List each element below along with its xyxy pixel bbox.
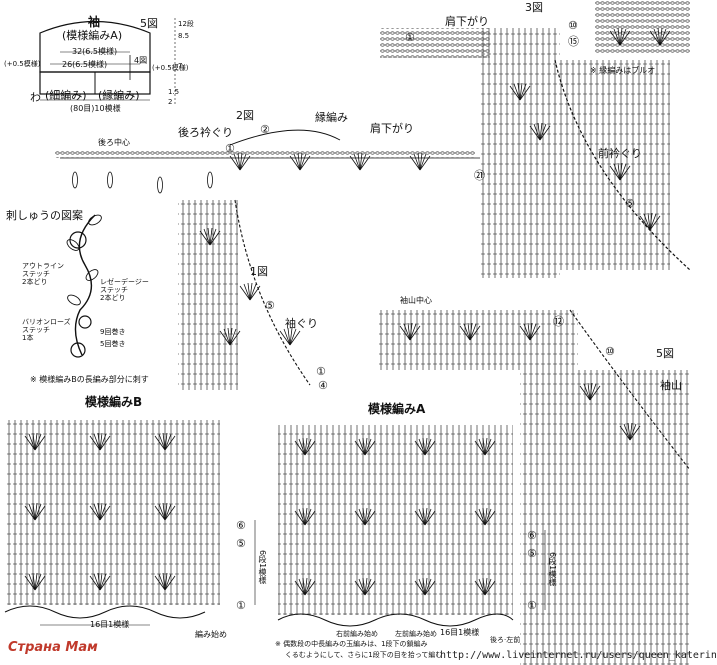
pattern-b-start: 編み始め	[195, 630, 227, 639]
fig2-label: 2図	[236, 109, 254, 122]
fig1-num-4: ④	[318, 379, 328, 392]
pattern-a-num-6: ⑥	[527, 529, 537, 542]
sleeve-margin-right: (+0.5模様)	[152, 64, 189, 72]
sleeve-dim-mid: 26(6.5模様)	[62, 60, 108, 69]
fig5-num-12: ⑫	[553, 315, 564, 328]
fig5-chart	[378, 309, 691, 665]
fig2-back-neck: 後ろ衿ぐり	[178, 126, 233, 139]
pattern-a-start-right: 右前編み始め	[336, 630, 378, 638]
sleeve-bottom-width: (80目)10模様	[70, 104, 121, 113]
pattern-a-start-left: 左前編み始め	[395, 630, 437, 638]
sleeve-dim-top: 32(6.5模様)	[72, 47, 118, 56]
pattern-a-back-right-left: 後ろ·左前	[490, 636, 521, 644]
source-url: http://www.liveinternet.ru/users/queen_k…	[440, 650, 717, 661]
sleeve-wa: わ	[30, 91, 41, 104]
pattern-b-title: 模様編みB	[85, 395, 143, 409]
embroidery-lazy-daisy: レゼーデージー ステッチ 2本どり	[100, 278, 149, 302]
pattern-b-repeat-sts: 16目1模様	[90, 620, 130, 629]
sleeve-scale-12: 12段	[178, 20, 194, 28]
sleeve-scale-15: 1.5	[168, 88, 180, 96]
embroidery-turns9: 9回巻き	[100, 328, 126, 336]
sleeve-margin-left: (+0.5模様)	[4, 60, 41, 68]
sleeve-fig-ref: 5図	[140, 17, 158, 30]
pattern-b-repeat-rows: 6段1模様	[258, 550, 267, 585]
pattern-a-num-1: ①	[527, 599, 537, 612]
pattern-a-repeat-sts: 16目1模様	[440, 628, 480, 637]
fig5-label: 5図	[656, 347, 674, 360]
pattern-a-num-5: ⑤	[527, 547, 537, 560]
fig2-num-2: ②	[260, 123, 270, 136]
fig1-label: 1図	[250, 265, 268, 278]
pattern-a-chart	[277, 425, 546, 627]
embroidery-note: ※ 模様編みBの長編み部分に刺す	[30, 375, 149, 384]
embroidery-title: 刺しゅうの図案	[6, 209, 83, 222]
sleeve-schematic	[39, 18, 176, 105]
pattern-a-footnote-2: くるむようにして、さらに1段下の目を拾って編む	[285, 651, 443, 659]
embroidery-turns5: 5回巻き	[100, 340, 126, 348]
sleeve-bottom-left: (細編み)	[45, 89, 87, 102]
fig3-num-1: ①	[405, 31, 415, 44]
fig2-num-1: ①	[225, 142, 235, 155]
fig3-num-15: ⑮	[568, 35, 579, 48]
fig3-num-10: ⑩	[568, 19, 578, 32]
embroidery-motif	[66, 214, 102, 358]
fig2-chart	[55, 129, 480, 194]
fig3-num-5: ⑤	[625, 197, 635, 210]
fig5-num-10: ⑩	[605, 345, 615, 358]
fig3-label: 3図	[525, 1, 543, 14]
sleeve-scale-85: 8.5	[178, 32, 190, 40]
fig1-num-5: ⑤	[265, 299, 275, 312]
pattern-b-num-6: ⑥	[236, 519, 246, 532]
fig2-back-center: 後ろ中心	[98, 138, 130, 147]
fig3-note: ※ 縁編みはブルオ	[590, 66, 656, 75]
fig1-num-1: ①	[316, 365, 326, 378]
embroidery-outline: アウトライン ステッチ 2本どり	[22, 262, 64, 286]
fig2-num-21: ㉑	[474, 169, 485, 182]
fig5-center: 袖山中心	[400, 296, 432, 305]
fig3-neck: 前衿ぐり	[598, 147, 642, 160]
pattern-b-num-5: ⑤	[236, 537, 246, 550]
sleeve-scale-2: 2	[168, 98, 173, 106]
sleeve-scale-7: 7	[178, 62, 183, 70]
fig3-shoulder: 肩下がり	[445, 15, 489, 28]
pattern-a-repeat-rows: 6段1模様	[548, 552, 557, 587]
fig5-sleeve-top: 袖山	[660, 379, 682, 392]
fig1-armhole: 袖ぐり	[285, 317, 318, 330]
sleeve-bottom-right: (縁編み)	[98, 89, 140, 102]
pattern-b-num-1: ①	[236, 599, 246, 612]
crochet-chart-sheet	[4, 0, 691, 665]
pattern-a-footnote-1: ※ 偶数段の中長編みの玉編みは、1段下の鎖編み	[275, 640, 428, 648]
embroidery-bullion: バリオンローズ ステッチ 1本	[22, 318, 71, 342]
watermark-text: Страна Мам	[8, 640, 98, 655]
fig1-chart	[178, 199, 311, 390]
fig2-shoulder: 肩下がり	[370, 122, 414, 135]
fig3-chart	[380, 0, 691, 278]
fig2-edge: 縁編み	[315, 111, 348, 124]
pattern-a-title: 模様編みA	[368, 402, 426, 416]
pattern-b-chart	[4, 420, 256, 626]
sleeve-fig4-ref: 4図	[134, 56, 148, 65]
sleeve-subtitle: (模様編みA)	[62, 29, 123, 42]
sleeve-title: 袖	[88, 15, 101, 29]
